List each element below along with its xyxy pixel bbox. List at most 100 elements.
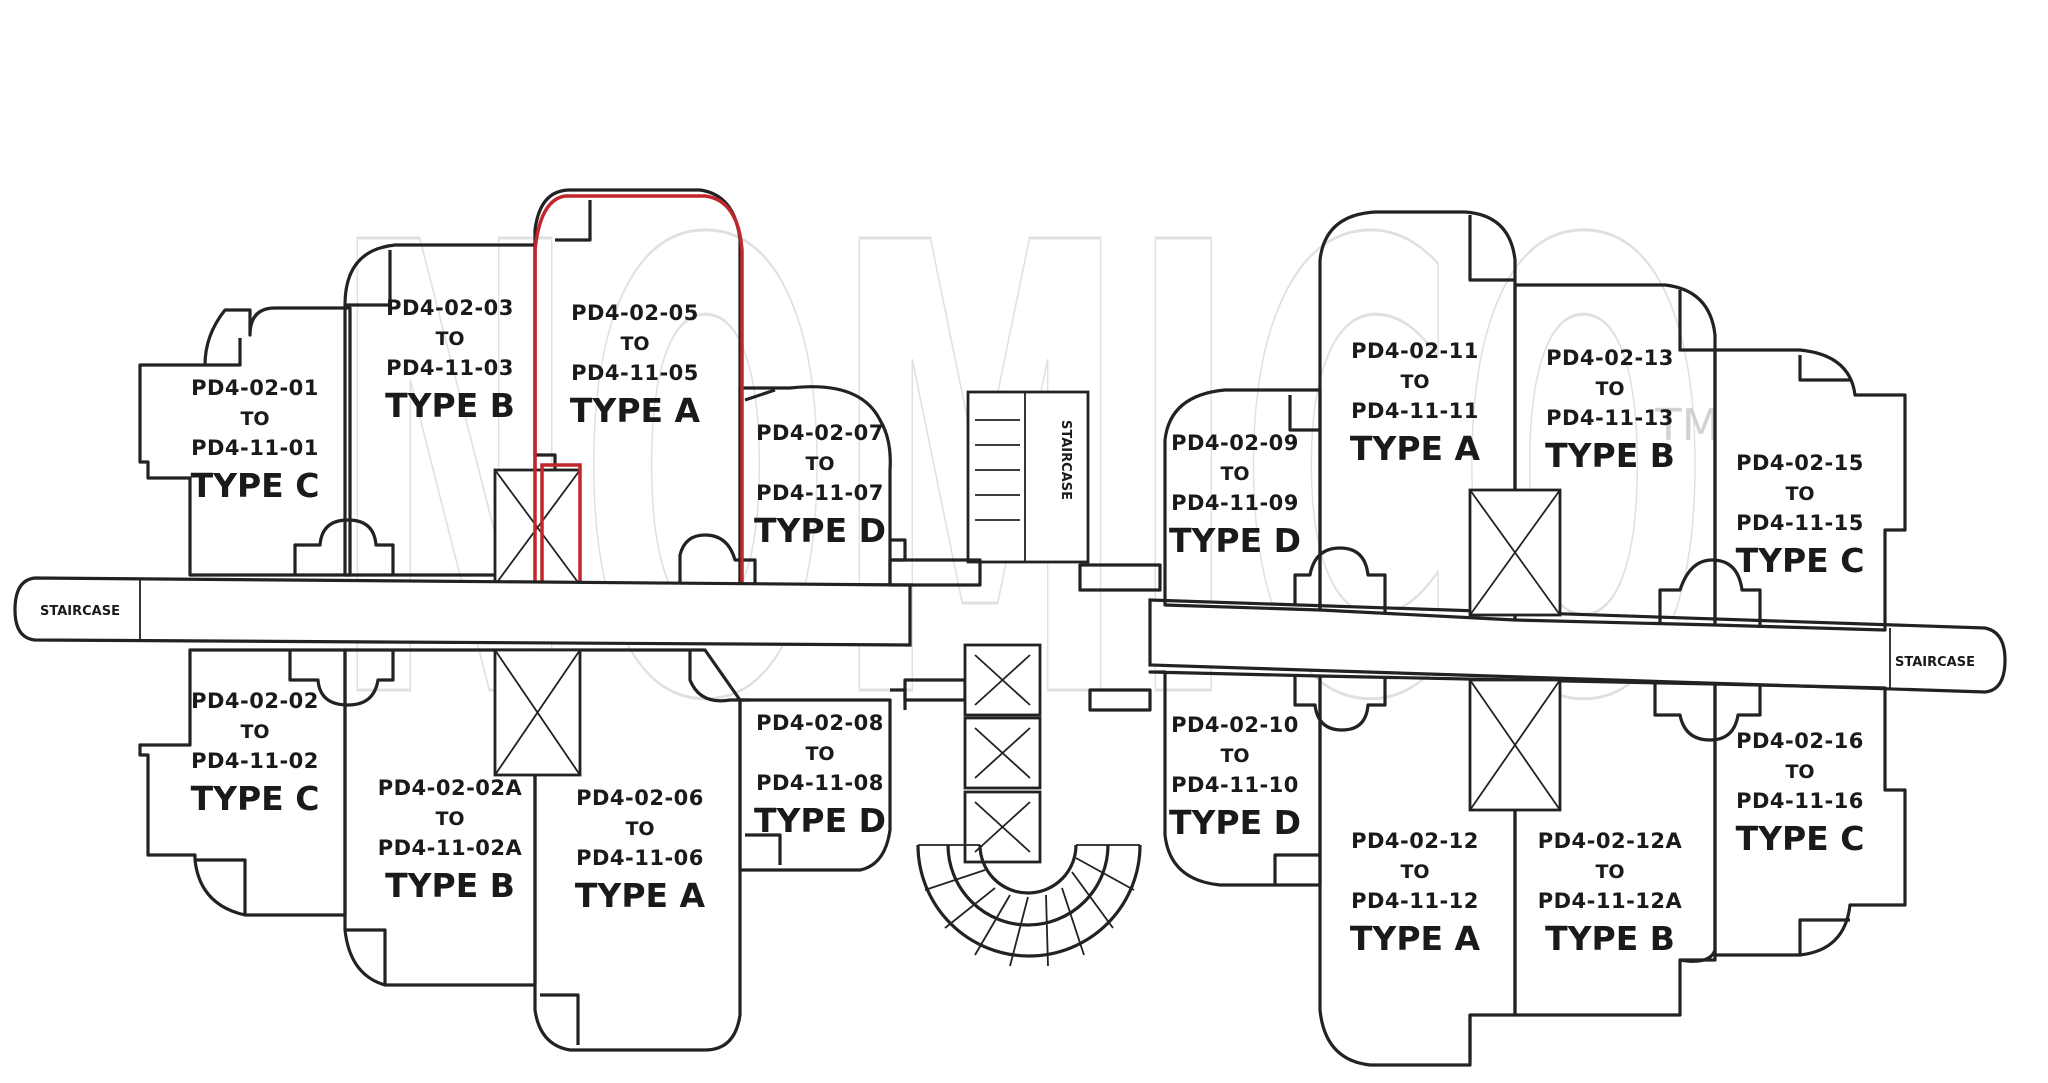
unit-outline-01 xyxy=(138,306,352,577)
core-connector-right xyxy=(1078,563,1162,592)
staircase-label-core: STAIRCASE xyxy=(1058,420,1073,500)
corridor-left-body xyxy=(13,576,912,647)
bay-window-10 xyxy=(1293,676,1387,732)
unit-outline-07 xyxy=(738,385,892,587)
unit-from-label: PD4-02-12A xyxy=(1538,829,1683,853)
unit-to-label: PD4-11-13 xyxy=(1546,406,1674,430)
unit-outline-06 xyxy=(533,648,742,1052)
unit-to-label: PD4-11-07 xyxy=(756,481,884,505)
unit-to-word: TO xyxy=(805,453,834,475)
bay-window-02 xyxy=(288,650,395,707)
unit-to-word: TO xyxy=(1595,378,1624,400)
spiral-r5 xyxy=(1045,894,1049,967)
unit-notch-02a xyxy=(343,929,386,987)
central-core: STAIRCASE xyxy=(888,390,1162,967)
right-wing-south xyxy=(1148,670,1907,1067)
unit-type-label: TYPE A xyxy=(1350,429,1481,468)
unit-type-label: TYPE A xyxy=(570,391,701,430)
unit-to-label: PD4-11-10 xyxy=(1171,773,1299,797)
cl3b xyxy=(974,801,1031,853)
unit-to-word: TO xyxy=(435,328,464,350)
spiral-r2 xyxy=(944,887,996,929)
unit-to-word: TO xyxy=(625,818,654,840)
lift-x4 xyxy=(494,649,581,776)
unit-label-u12a: PD4-02-12A TO PD4-11-12A TYPE B xyxy=(1538,829,1683,958)
unit-from-label: PD4-02-08 xyxy=(756,711,884,735)
unit-from-label: PD4-02-10 xyxy=(1171,713,1299,737)
left-corridor: STAIRCASE xyxy=(13,576,912,647)
spiral-r6 xyxy=(1061,887,1085,956)
unit-to-word: TO xyxy=(240,721,269,743)
unit-type-label: TYPE B xyxy=(1545,919,1675,958)
unit-to-label: PD4-11-12A xyxy=(1538,889,1683,913)
right-corridor: STAIRCASE xyxy=(1148,598,2007,694)
unit-to-word: TO xyxy=(1220,745,1249,767)
spiral-r4 xyxy=(1009,896,1029,967)
spiral-r7 xyxy=(1071,871,1114,929)
unit-to-label: PD4-11-03 xyxy=(386,356,514,380)
unit-to-label: PD4-11-02A xyxy=(378,836,523,860)
unit-notch-11 xyxy=(1468,215,1515,282)
unit-to-word: TO xyxy=(435,808,464,830)
lift-x2 xyxy=(494,469,581,586)
staircase-label-left: STAIRCASE xyxy=(40,604,120,619)
unit-from-label: PD4-02-05 xyxy=(571,301,699,325)
unit-to-label: PD4-11-15 xyxy=(1736,511,1864,535)
unit-to-word: TO xyxy=(1785,761,1814,783)
unit-type-label: TYPE B xyxy=(385,866,515,905)
unit-notch-10 xyxy=(1273,853,1320,885)
spiral-outer xyxy=(916,844,1142,958)
unit-from-label: PD4-02-11 xyxy=(1351,339,1479,363)
unit-from-label: PD4-02-01 xyxy=(191,376,319,400)
cl1b xyxy=(974,654,1031,706)
unit-to-label: PD4-11-12 xyxy=(1351,889,1479,913)
unit-to-label: PD4-11-11 xyxy=(1351,399,1479,423)
unit-notch-09 xyxy=(1288,395,1320,432)
unit-to-word: TO xyxy=(240,408,269,430)
unit-type-label: TYPE B xyxy=(385,386,515,425)
unit-outline-10 xyxy=(1148,670,1322,887)
bay-window-15 xyxy=(1658,558,1762,628)
unit-type-label: TYPE A xyxy=(1350,919,1481,958)
unit-to-label: PD4-11-05 xyxy=(571,361,699,385)
unit-to-label: PD4-11-08 xyxy=(756,771,884,795)
bay-window-16 xyxy=(1653,684,1762,742)
unit-notch-16 xyxy=(1798,918,1850,955)
spiral-r1 xyxy=(924,869,986,891)
unit-type-label: TYPE D xyxy=(1169,521,1301,560)
unit-outline-08 xyxy=(738,698,892,872)
unit-type-label: TYPE C xyxy=(191,466,320,505)
unit-to-word: TO xyxy=(1595,861,1624,883)
unit-from-label: PD4-02-15 xyxy=(1736,451,1864,475)
unit-outline-15 xyxy=(1713,348,1907,632)
unit-notch-02 xyxy=(193,859,246,917)
bay-window-06 xyxy=(688,650,750,703)
spiral-inner xyxy=(978,844,1078,895)
core-connector-left xyxy=(888,558,982,587)
unit-to-label: PD4-11-16 xyxy=(1736,789,1864,813)
unit-to-word: TO xyxy=(1400,861,1429,883)
rl2b xyxy=(1469,679,1561,811)
bay-window-05 xyxy=(678,533,757,585)
unit-notch-05 xyxy=(555,200,592,242)
unit-type-label: TYPE C xyxy=(1736,819,1865,858)
unit-from-label: PD4-02-02 xyxy=(191,689,319,713)
cl2b xyxy=(974,727,1031,779)
core-spiral-stair xyxy=(916,844,1142,967)
unit-to-label: PD4-11-09 xyxy=(1171,491,1299,515)
unit-type-label: TYPE B xyxy=(1545,436,1675,475)
unit-type-label: TYPE D xyxy=(1169,803,1301,842)
watermark-trademark: TM xyxy=(1654,400,1720,451)
corridor-right-body xyxy=(1148,598,2007,694)
